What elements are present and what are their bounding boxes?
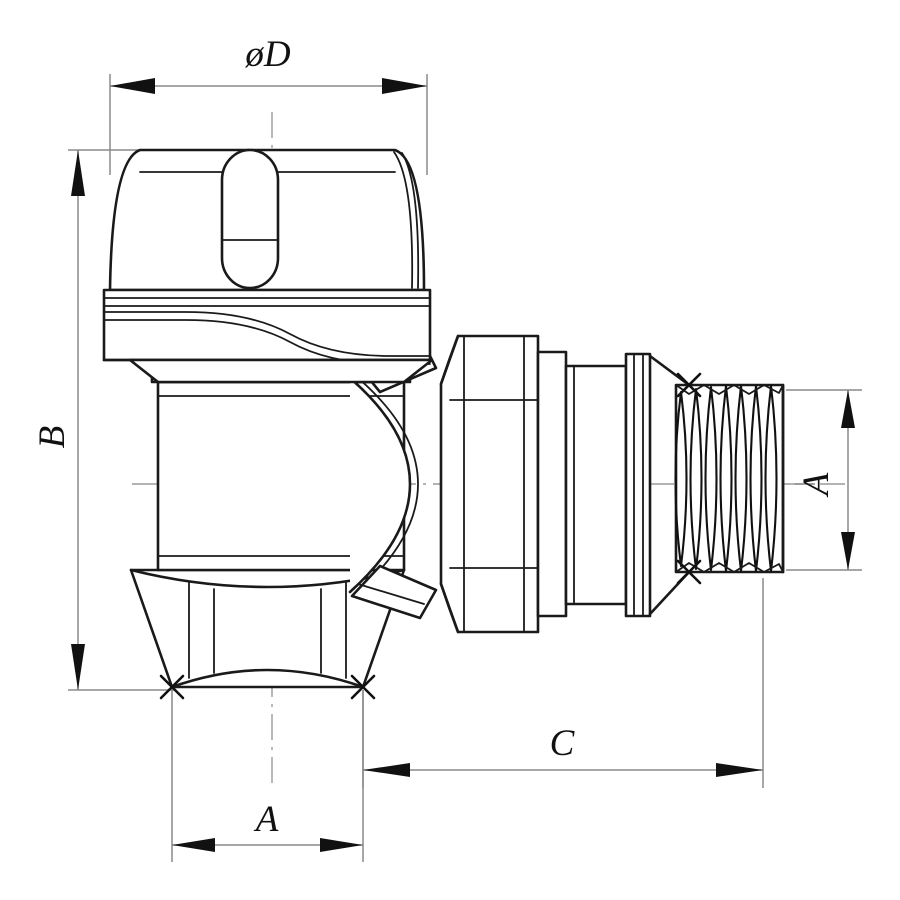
dim-label-thread-a-right: A bbox=[796, 472, 837, 498]
flange bbox=[624, 352, 691, 618]
valve-assembly bbox=[102, 148, 785, 689]
handle-cap bbox=[102, 148, 434, 384]
arrow-od-left bbox=[110, 78, 155, 94]
arrow-a-right-top bbox=[841, 390, 855, 428]
xmark-thread-top bbox=[676, 372, 702, 398]
dimension-diameter-d: øD bbox=[110, 34, 427, 94]
dim-label-height-b: B bbox=[32, 426, 73, 449]
reference-xmarks bbox=[159, 372, 702, 700]
xmark-nut-right bbox=[350, 674, 376, 700]
dimension-thread-a-right: A bbox=[795, 390, 855, 570]
collar bbox=[536, 350, 628, 618]
arrow-a-right-bottom bbox=[841, 532, 855, 570]
extension-lines bbox=[68, 74, 862, 862]
dimension-height-b: B bbox=[32, 150, 85, 690]
dim-label-width-a-bottom: A bbox=[253, 799, 279, 840]
xmark-nut-left bbox=[159, 674, 185, 700]
arrow-b-top bbox=[71, 150, 85, 196]
arrow-c-right bbox=[716, 763, 763, 777]
dimension-width-a-bottom: A bbox=[172, 799, 363, 852]
arrow-od-right bbox=[382, 78, 427, 94]
xmark-thread-bottom bbox=[676, 559, 702, 585]
male-thread bbox=[674, 383, 785, 574]
arrow-c-left bbox=[363, 763, 410, 777]
thread-teeth bbox=[674, 384, 778, 573]
dimension-length-c: C bbox=[363, 723, 763, 777]
dim-label-length-c: C bbox=[550, 723, 576, 764]
arrow-a-bottom-right bbox=[320, 838, 363, 852]
side-hex-nut bbox=[439, 334, 540, 634]
arrow-a-bottom-left bbox=[172, 838, 215, 852]
dim-label-diameter-d: øD bbox=[244, 34, 291, 75]
arrow-b-bottom bbox=[71, 644, 85, 690]
